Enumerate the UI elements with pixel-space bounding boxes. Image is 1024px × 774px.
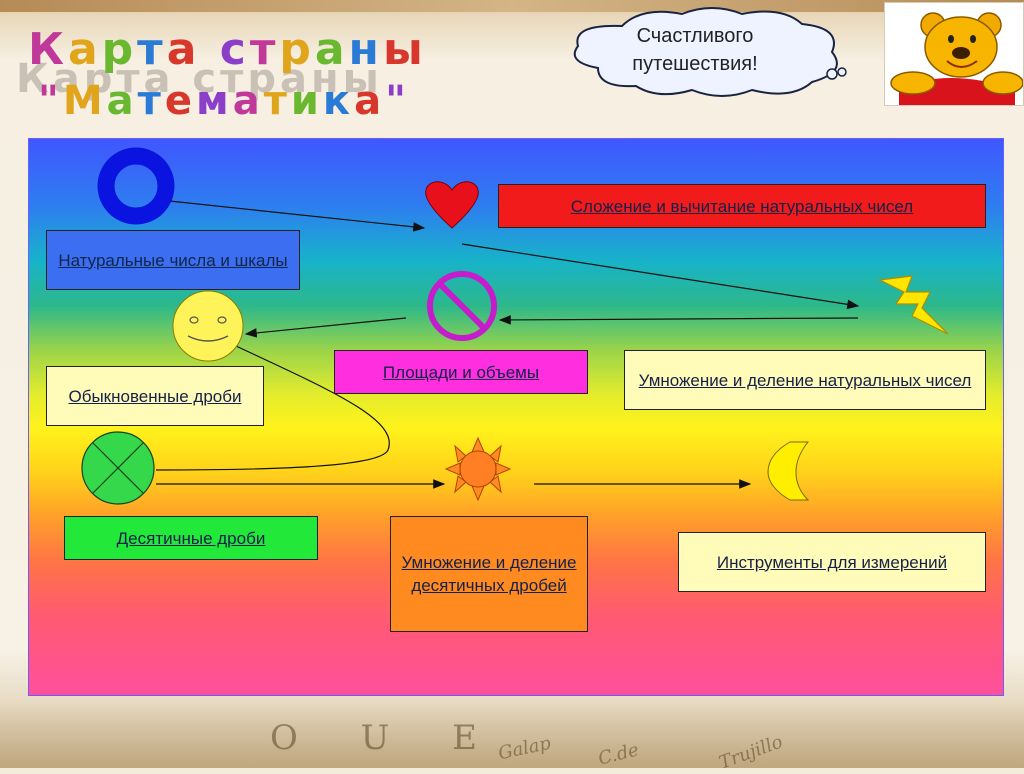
title-letter: ы bbox=[382, 24, 427, 75]
cloud-message: Счастливого путешествия! bbox=[600, 22, 790, 78]
title-letter: н bbox=[348, 24, 383, 75]
background-letters: O U E bbox=[270, 718, 503, 758]
title-letter: " bbox=[38, 78, 63, 124]
node-decimals[interactable]: Десятичные дроби bbox=[64, 516, 318, 560]
title-letter: т bbox=[263, 78, 291, 124]
heart-icon[interactable] bbox=[425, 181, 479, 229]
title-letter: а bbox=[354, 78, 386, 124]
title-letter: е bbox=[164, 78, 196, 124]
arrow-lightning-to-nosign bbox=[498, 315, 859, 325]
title-letter: т bbox=[249, 24, 280, 75]
node-addition[interactable]: Сложение и вычитание натуральных чисел bbox=[498, 184, 986, 228]
title-letter: р bbox=[101, 24, 138, 75]
ring-icon[interactable] bbox=[97, 147, 175, 225]
bottom-map-strip bbox=[0, 700, 1024, 768]
speech-cloud bbox=[573, 7, 847, 97]
title-letter: м bbox=[195, 78, 233, 124]
title-letter: р bbox=[279, 24, 315, 75]
cloud-message-line-1: Счастливого bbox=[636, 25, 754, 47]
node-instruments[interactable]: Инструменты для измерений bbox=[678, 532, 986, 592]
no-sign-icon[interactable] bbox=[427, 271, 497, 341]
top-stripe bbox=[0, 0, 1024, 12]
sun-icon[interactable] bbox=[444, 436, 512, 502]
curve-smiley-to-decimals bbox=[155, 345, 390, 471]
lightning-icon[interactable] bbox=[877, 275, 949, 335]
winnie-the-pooh-picture bbox=[884, 2, 1024, 106]
title-letter: а bbox=[67, 24, 102, 75]
node-fractions[interactable]: Обыкновенные дроби bbox=[46, 366, 264, 426]
title-letter: с bbox=[219, 24, 250, 75]
node-decimal-multiplication[interactable]: Умножение и деление десятичных дробей bbox=[390, 516, 588, 632]
title-line-2: "Математика" bbox=[38, 78, 410, 124]
title-shadow: Карта страны bbox=[16, 56, 383, 102]
title-line-1: Карта страны bbox=[28, 24, 427, 75]
arrow-ring-to-heart bbox=[159, 199, 426, 232]
moon-icon[interactable] bbox=[767, 441, 810, 501]
title-letter: к bbox=[322, 78, 355, 124]
title-letter: " bbox=[385, 78, 410, 124]
title-letter: а bbox=[106, 78, 138, 124]
title-letter: а bbox=[232, 78, 264, 124]
cloud-message-line-2: путешествия! bbox=[632, 53, 758, 75]
crossed-circle-icon[interactable] bbox=[81, 431, 155, 505]
title-letter: М bbox=[62, 78, 107, 124]
title-letter: а bbox=[314, 24, 349, 75]
title-letter: и bbox=[290, 78, 323, 124]
arrow-nosign-to-smiley bbox=[244, 317, 407, 338]
smiley-icon[interactable] bbox=[172, 290, 244, 362]
node-areas[interactable]: Площади и объемы bbox=[334, 350, 588, 394]
title-letter: т bbox=[137, 78, 165, 124]
node-multiplication[interactable]: Умножение и деление натуральных чисел bbox=[624, 350, 986, 410]
title-letter: К bbox=[28, 24, 68, 75]
title-letter: т bbox=[137, 24, 167, 75]
title-letter: а bbox=[166, 24, 201, 75]
node-natural-numbers[interactable]: Натуральные числа и шкалы bbox=[46, 230, 300, 290]
arrow-heart-to-lightning bbox=[461, 243, 860, 310]
